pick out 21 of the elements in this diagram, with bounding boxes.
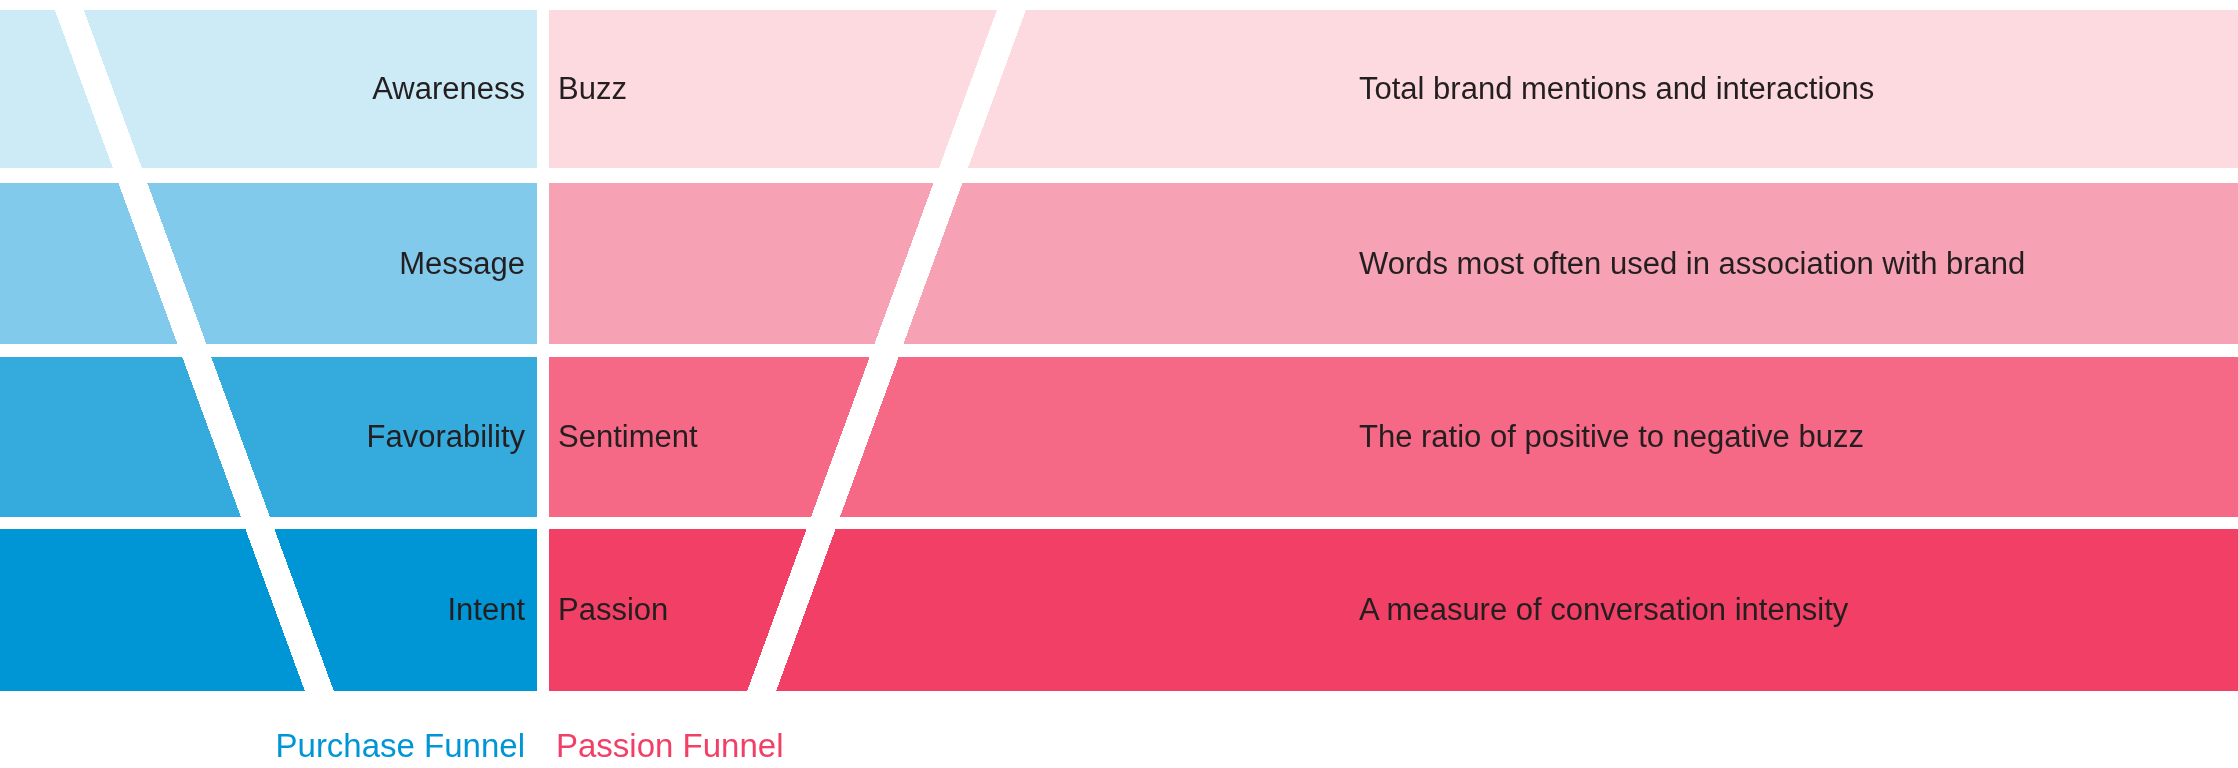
metric-label: Buzz xyxy=(558,71,627,107)
metric-band xyxy=(549,10,2238,168)
stage-label: Favorability xyxy=(366,419,525,455)
metric-label: Sentiment xyxy=(558,419,698,455)
stage-label: Intent xyxy=(447,592,525,628)
funnel-title: Purchase Funnel xyxy=(275,726,525,766)
metric-description: Words most often used in association with brand xyxy=(1359,245,2026,282)
stage-label: Awareness xyxy=(372,71,525,107)
funnel-stage-band xyxy=(0,10,537,168)
metric-description: Total brand mentions and interactions xyxy=(1359,71,1875,107)
metric-label: Passion xyxy=(558,592,669,628)
metric-band xyxy=(549,183,2238,344)
metric-description: A measure of conversation intensity xyxy=(1359,592,1849,628)
metric-band xyxy=(549,529,2238,691)
metric-description: The ratio of positive to negative buzz xyxy=(1359,419,1864,455)
funnel-stage-band xyxy=(0,357,537,517)
stage-label: Message xyxy=(399,245,525,282)
metric-band xyxy=(549,357,2238,517)
funnel-stage-band xyxy=(0,529,537,691)
funnel-title: Passion Funnel xyxy=(556,726,784,766)
funnel-stage-band xyxy=(0,183,537,344)
